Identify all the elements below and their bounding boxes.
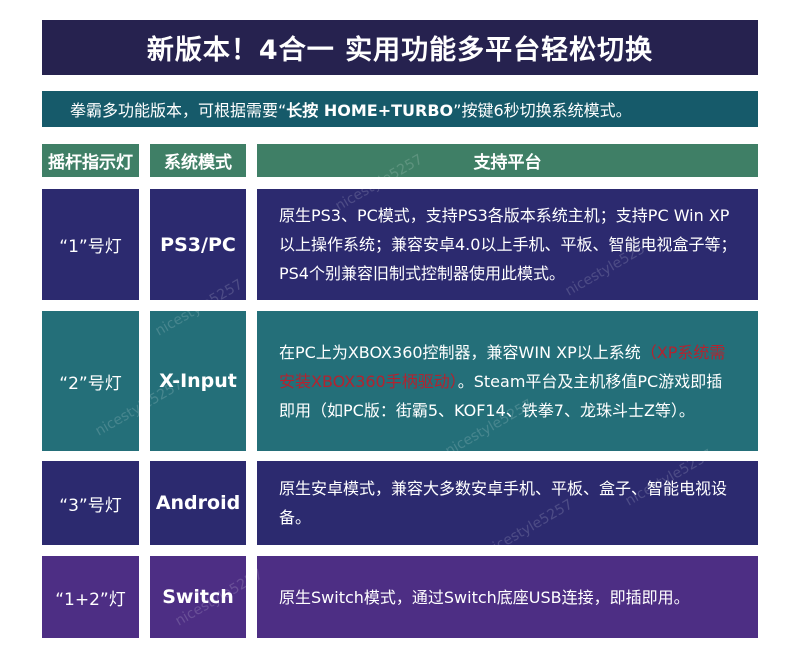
row1-desc-text: 原生PS3、PC模式，支持PS3各版本系统主机；支持PC Win XP以上操作系… bbox=[279, 206, 737, 283]
row4-system-mode: Switch bbox=[150, 556, 246, 638]
row2-desc-before: 在PC上为XBOX360控制器，兼容WIN XP以上系统 bbox=[279, 342, 641, 362]
header-indicator-light: 摇杆指示灯 bbox=[42, 144, 139, 177]
row4-desc-text: 原生Switch模式，通过Switch底座USB连接，即插即用。 bbox=[279, 587, 690, 607]
row2-desc-driver-note: （XP系统需安装XBOX360手柄驱动） bbox=[279, 342, 726, 391]
instruction-suffix: ”按键6秒切换系统模式。 bbox=[453, 101, 632, 120]
row3-desc-text: 原生安卓模式，兼容大多数安卓手机、平板、盒子、智能电视设备。 bbox=[279, 479, 728, 527]
instruction-highlight: 长按 HOME+TURBO bbox=[286, 101, 454, 120]
row4-indicator-light: “1+2”灯 bbox=[42, 556, 139, 638]
row2-desc-after: 。Steam平台及主机移值PC游戏即插即用（如PC版：街霸5、KOF14、铁拳7… bbox=[279, 371, 723, 420]
mode-switch-instruction: 拳霸多功能版本，可根据需要“ 长按 HOME+TURBO”按键6秒切换系统模式。 bbox=[42, 91, 758, 127]
row4-platform-description: 原生Switch模式，通过Switch底座USB连接，即插即用。 bbox=[257, 556, 758, 638]
header-system-mode: 系统模式 bbox=[150, 144, 246, 177]
row2-desc-text: 在PC上为XBOX360控制器，兼容WIN XP以上系统（XP系统需安装XBOX… bbox=[279, 338, 738, 425]
header-supported-platforms: 支持平台 bbox=[257, 144, 758, 177]
row2-platform-description: 在PC上为XBOX360控制器，兼容WIN XP以上系统（XP系统需安装XBOX… bbox=[257, 311, 758, 451]
row1-indicator-light: “1”号灯 bbox=[42, 189, 139, 300]
row1-platform-description: 原生PS3、PC模式，支持PS3各版本系统主机；支持PC Win XP以上操作系… bbox=[257, 189, 758, 300]
page-title: 新版本！4合一 实用功能多平台轻松切换 bbox=[42, 20, 758, 75]
row3-system-mode: Android bbox=[150, 461, 246, 545]
row2-indicator-light: “2”号灯 bbox=[42, 311, 139, 451]
row2-system-mode: X-Input bbox=[150, 311, 246, 451]
row1-system-mode: PS3/PC bbox=[150, 189, 246, 300]
row3-indicator-light: “3”号灯 bbox=[42, 461, 139, 545]
instruction-prefix: 拳霸多功能版本，可根据需要“ bbox=[70, 101, 287, 120]
row3-platform-description: 原生安卓模式，兼容大多数安卓手机、平板、盒子、智能电视设备。 bbox=[257, 461, 758, 545]
